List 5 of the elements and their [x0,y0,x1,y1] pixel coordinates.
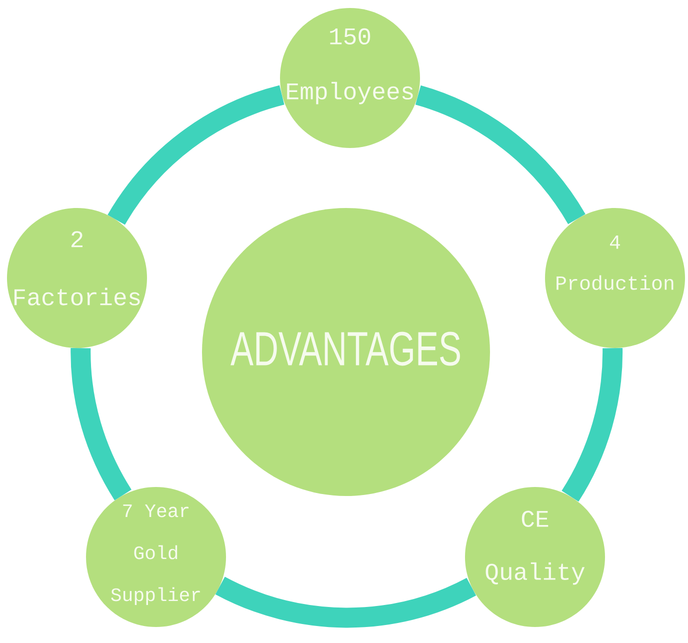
ring-arc [70,348,132,500]
ring-arc [216,576,476,628]
ring-arc [415,85,586,224]
ring-arc [108,85,285,226]
ring-arc [562,348,623,502]
